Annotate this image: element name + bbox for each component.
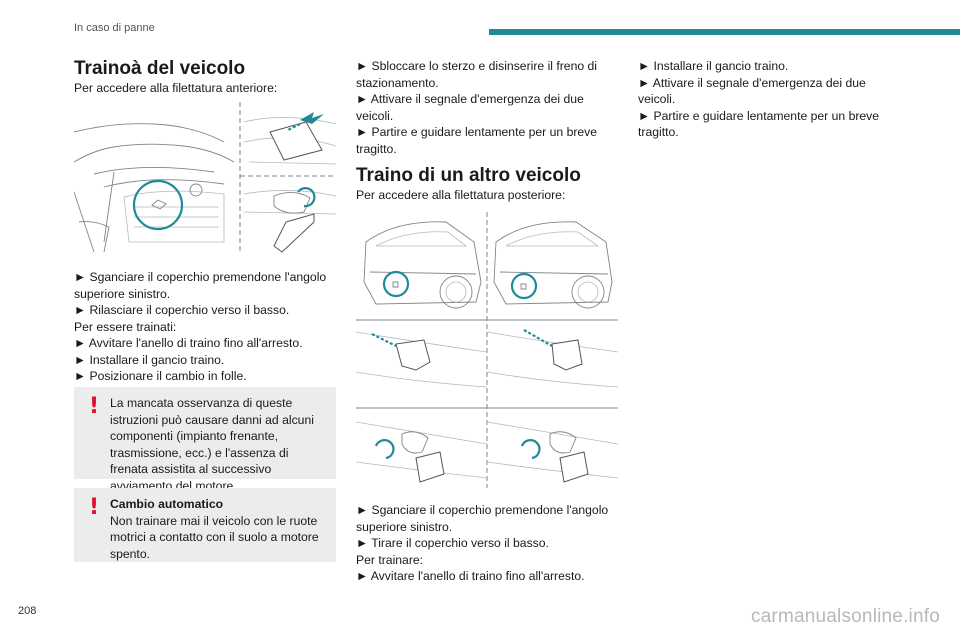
instruction-line: ► Sbloccare lo sterzo e disinserire il f…: [356, 59, 598, 90]
instruction-line: ► Sganciare il coperchio premendone l'an…: [356, 503, 609, 534]
column-1: Trainoà del veicolo Per accedere alla fi…: [74, 58, 336, 97]
rear-thread-intro: Per accedere alla filettatura posteriore…: [356, 188, 566, 202]
instruction-line: ► Posizionare il cambio in folle.: [74, 369, 247, 383]
instruction-line: ► Avvitare l'anello di traino fino all'a…: [356, 569, 585, 583]
instruction-line: ► Partire e guidare lentamente per un br…: [638, 108, 880, 140]
front-thread-intro: Per accedere alla filettatura anteriore:: [74, 81, 278, 95]
instruction-line: Per trainare:: [356, 552, 424, 567]
instruction-line: ► Avvitare l'anello di traino fino all'a…: [74, 336, 303, 350]
header-section-title: In caso di panne: [74, 22, 155, 34]
header-accent-bar: [489, 29, 960, 35]
warning-box-automatic-gearbox: ! Cambio automatico Non trainare mai il …: [74, 488, 336, 562]
warning-box-damage: ! La mancata osservanza di queste istruz…: [74, 387, 336, 493]
column-2-section: Traino di un altro veicolo Per accedere …: [356, 165, 618, 204]
warning-text: Non trainare mai il veicolo con le ruote…: [110, 513, 319, 561]
instruction-line: ► Sganciare il coperchio premendone l'an…: [74, 270, 327, 301]
section-title-towing-another-vehicle: Traino di un altro veicolo: [356, 165, 581, 186]
column-2-bottom: ► Sganciare il coperchio premendone l'an…: [356, 502, 618, 585]
rear-towing-illustration: [356, 212, 618, 488]
instruction-line: ► Tirare il coperchio verso il basso.: [356, 536, 549, 550]
instruction-line: ► Installare il gancio traino.: [74, 352, 225, 367]
section-title-towing-vehicle: Trainoà del veicolo: [74, 58, 246, 79]
warning-exclamation-icon: !: [88, 495, 100, 520]
instruction-line: Per essere trainati:: [74, 319, 177, 334]
watermark: carmanualsonline.info: [750, 606, 940, 627]
page-number: 208: [18, 605, 37, 617]
warning-title: Cambio automatico: [110, 497, 224, 511]
instruction-line: ► Partire e guidare lentamente per un br…: [356, 125, 598, 156]
instruction-line: ► Attivare il segnale d'emergenza dei du…: [356, 92, 584, 123]
warning-exclamation-icon: !: [88, 394, 100, 419]
column-1-instructions: ► Sganciare il coperchio premendone l'an…: [74, 269, 336, 385]
instruction-line: ► Attivare il segnale d'emergenza dei du…: [638, 75, 866, 107]
warning-text: La mancata osservanza di queste istruzio…: [110, 396, 314, 493]
column-2-top: ► Sbloccare lo sterzo e disinserire il f…: [356, 58, 618, 157]
instruction-line: ► Rilasciare il coperchio verso il basso…: [74, 303, 290, 317]
column-3: ► Installare il gancio traino. ► Attivar…: [638, 58, 900, 141]
front-towing-illustration: [74, 102, 336, 254]
instruction-line: ► Installare il gancio traino.: [638, 59, 789, 73]
